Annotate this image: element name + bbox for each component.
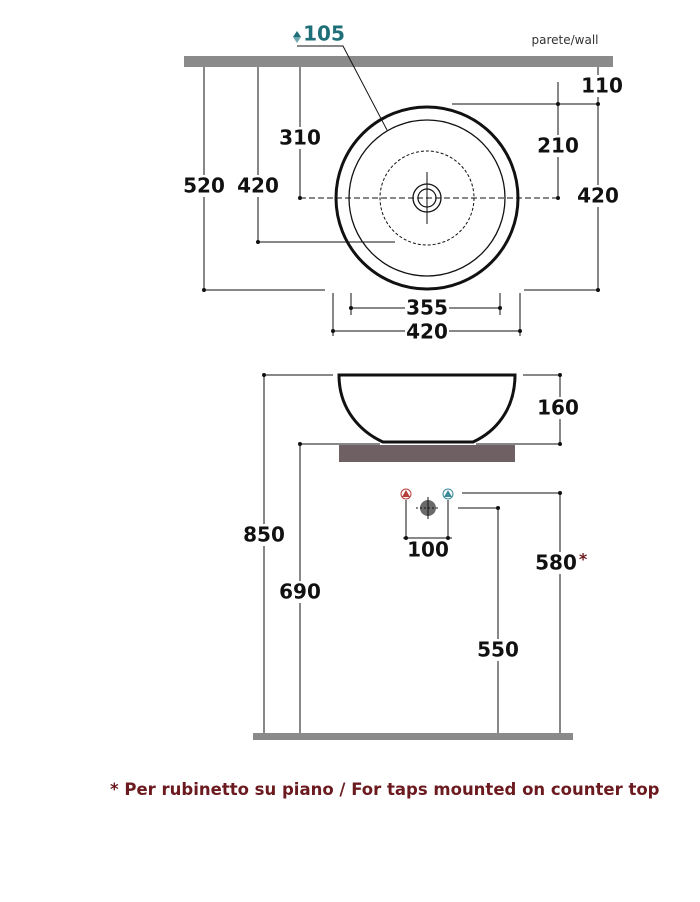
dim-100: 100 [407,538,449,562]
wall [184,56,613,67]
dim-580: 580 [535,551,577,575]
overflow-height-icon [293,31,301,43]
overflow-leader [297,45,388,131]
dim-850: 850 [243,523,285,547]
dim-420-bottom: 420 [406,320,448,344]
basin-profile [337,373,517,444]
floor [253,733,573,740]
cold-water-tap-icon [442,488,454,500]
footnote-asterisk: * [579,550,588,569]
drain-outlet-icon [416,497,440,519]
hot-water-tap-icon [400,488,412,500]
wall-label: parete/wall [532,33,599,47]
dim-520: 520 [183,174,225,198]
side-view: 850 160 690 100 [243,373,592,740]
dim-550: 550 [477,638,519,662]
dim-420-right: 420 [577,184,619,208]
dim-690: 690 [279,580,321,604]
dim-355: 355 [406,296,448,320]
dim-210: 210 [537,134,579,158]
footnote: * Per rubinetto su piano / For taps moun… [110,780,660,799]
dim-110: 110 [581,74,623,98]
overflow-height-label: 105 [303,22,345,46]
countertop [339,445,515,462]
top-view: parete/wall 105 520 420 310 110 [183,22,623,344]
dim-420-left: 420 [237,174,279,198]
dim-160: 160 [537,396,579,420]
dim-310: 310 [279,126,321,150]
